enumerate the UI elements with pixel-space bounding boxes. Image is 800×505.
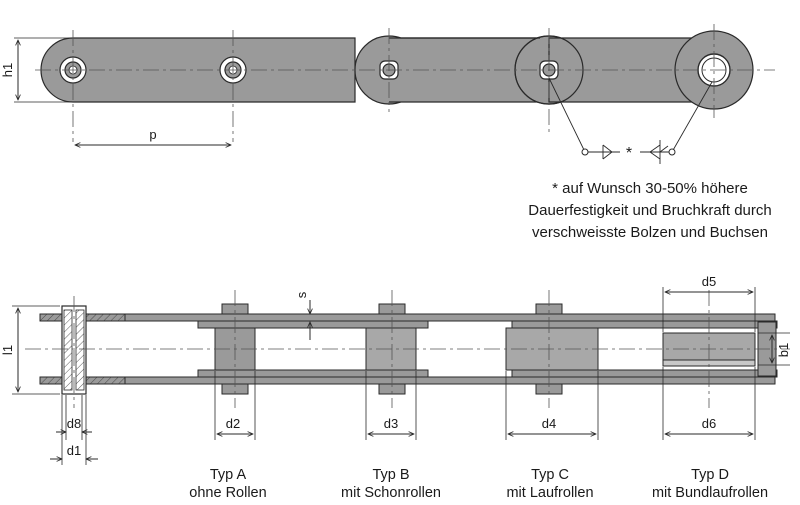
- dim-b1: b1: [776, 343, 791, 357]
- chain-section-view: l1 s d8 d1 d2 d3 d4 d5: [0, 274, 791, 465]
- weld-symbol: *: [548, 77, 713, 164]
- type-b-caption: Typ B mit Schonrollen: [306, 466, 476, 502]
- weld-note-line-2: Dauerfestigkeit und Bruchkraft durch: [528, 202, 772, 219]
- type-b-subtitle: mit Schonrollen: [341, 485, 441, 501]
- dim-d8: d8: [67, 416, 81, 431]
- type-a-title: Typ A: [209, 467, 247, 483]
- dim-p: p: [149, 127, 156, 142]
- type-d-subtitle: mit Bundlaufrollen: [651, 485, 769, 501]
- dim-d6: d6: [702, 416, 716, 431]
- type-c-title: Typ C: [531, 467, 569, 483]
- type-a-caption: Typ A ohne Rollen: [143, 466, 313, 502]
- weld-note-line-1: * auf Wunsch 30-50% höhere: [552, 180, 748, 197]
- type-c-subtitle: mit Laufrollen: [506, 485, 594, 501]
- weld-asterisk: *: [626, 145, 632, 162]
- type-b-title: Typ B: [372, 467, 410, 483]
- outer-plate-bottom: [39, 376, 776, 385]
- dim-h1: h1: [0, 63, 15, 77]
- type-a-subtitle: ohne Rollen: [189, 485, 267, 501]
- dim-d1: d1: [67, 443, 81, 458]
- weld-note: * auf Wunsch 30-50% höhere Dauerfestigke…: [500, 178, 800, 244]
- dim-d2: d2: [226, 416, 240, 431]
- dim-s: s: [294, 291, 309, 298]
- type-d-caption: Typ D mit Bundlaufrollen: [625, 466, 795, 502]
- weld-note-line-3: verschweisste Bolzen und Buchsen: [532, 224, 768, 241]
- type-c-caption: Typ C mit Laufrollen: [465, 466, 635, 502]
- type-d-title: Typ D: [691, 467, 729, 483]
- dim-d4: d4: [542, 416, 556, 431]
- dim-l1: l1: [0, 345, 15, 355]
- dim-d5: d5: [702, 274, 716, 289]
- outer-plate-top: [39, 313, 776, 322]
- chain-top-view: h1 p *: [0, 24, 775, 164]
- dim-d3: d3: [384, 416, 398, 431]
